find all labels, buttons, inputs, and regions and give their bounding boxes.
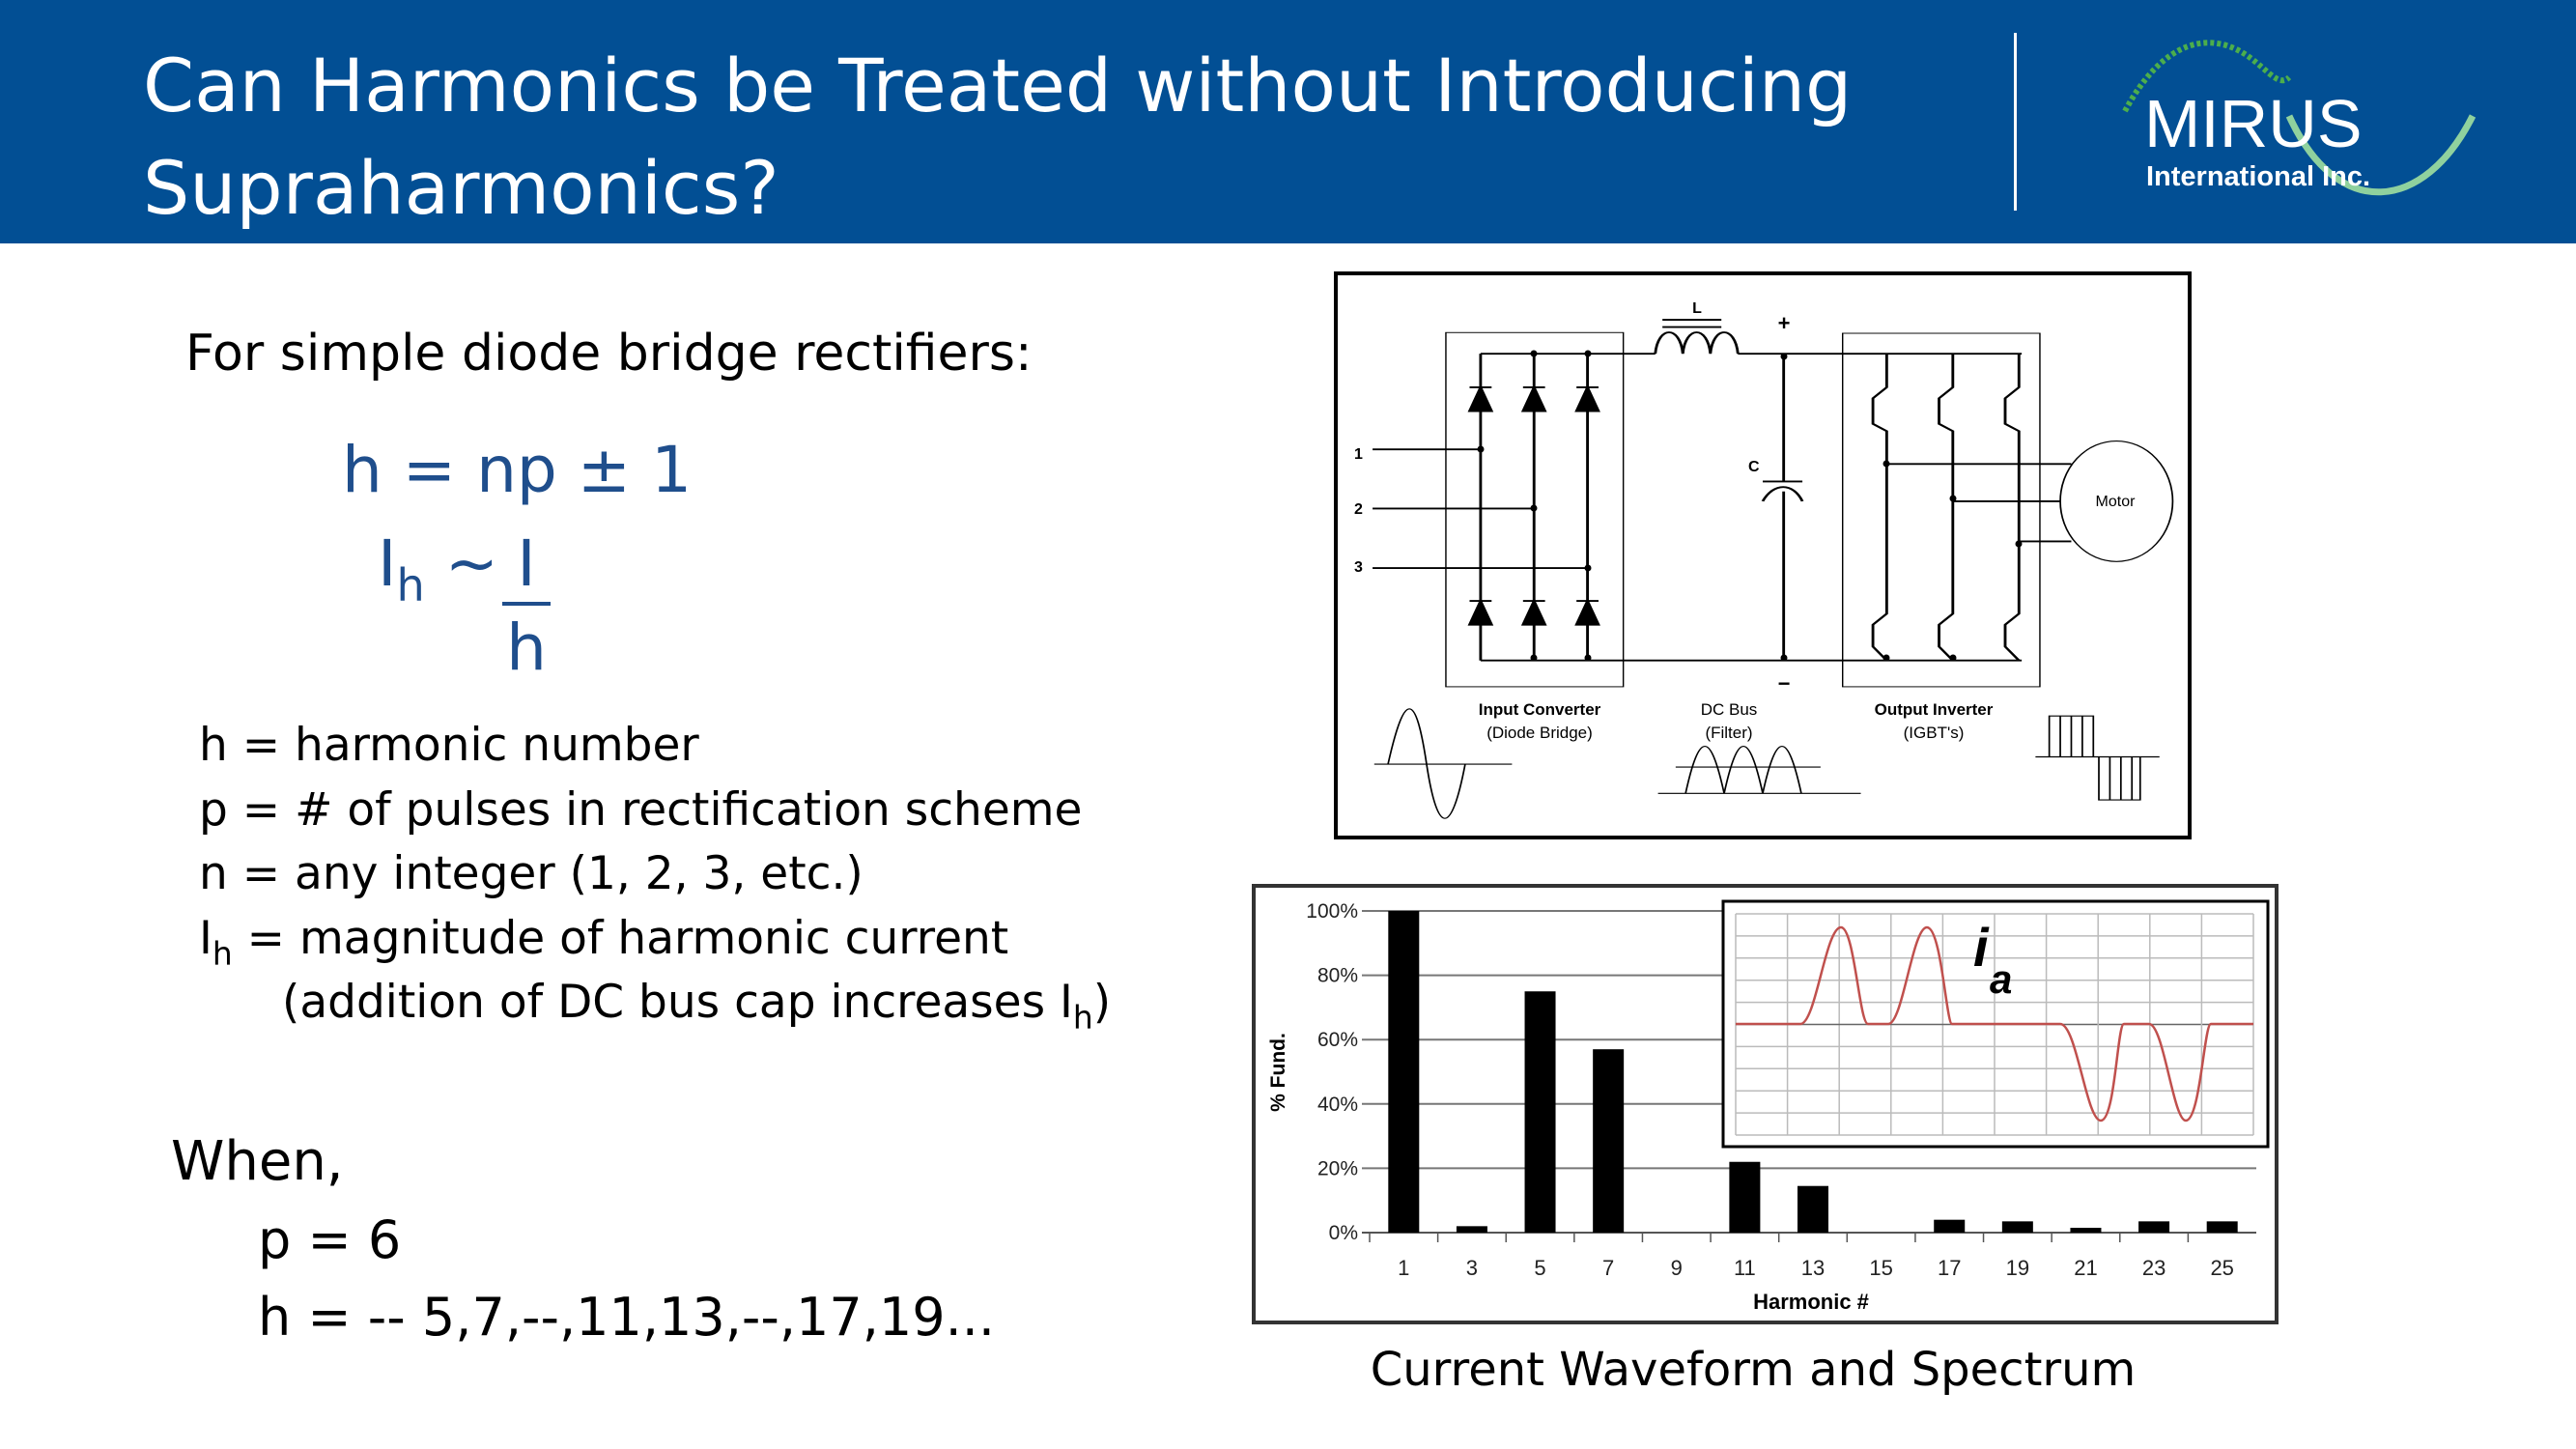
x-axis-label: Harmonic # (1753, 1290, 1869, 1314)
bar-h17 (1934, 1219, 1966, 1233)
input-converter-box (1445, 331, 1625, 688)
inductor-label: L (1692, 300, 1702, 317)
current-formula: Ih ~ (378, 526, 499, 612)
output-inverter-label: Output Inverter (1875, 700, 1994, 719)
p-value: p = 6 (258, 1209, 402, 1270)
dc-minus-label: − (1778, 671, 1791, 696)
dc-cap-note: (addition of DC bus cap increases Ih) (282, 976, 1112, 1037)
bar-h3 (1456, 1226, 1487, 1233)
bar-h7 (1593, 1049, 1625, 1233)
y-tick-label: 80% (1317, 965, 1358, 987)
definition-n: n = any integer (1, 2, 3, etc.) (199, 847, 863, 900)
inset-label-i: i (1973, 917, 1990, 978)
diode-icons (1467, 384, 1600, 626)
bar-h25 (2206, 1221, 2238, 1233)
capacitor-icon (1762, 354, 1803, 661)
ac-sine-wave (1373, 708, 1513, 819)
definition-ih: Ih = magnitude of harmonic current (199, 912, 1009, 973)
logo-subtext: International Inc. (2146, 161, 2370, 192)
filter-label: (Filter) (1705, 724, 1752, 742)
input-converter-label: Input Converter (1479, 700, 1601, 719)
x-tick-label: 15 (1869, 1256, 1892, 1280)
x-tick-label: 19 (2006, 1256, 2029, 1280)
capacitor-plate (1761, 486, 1804, 502)
x-tick-label: 11 (1734, 1256, 1756, 1280)
rectified-wave (1657, 745, 1861, 794)
dc-bus-label: DC Bus (1701, 700, 1758, 719)
x-tick-label: 13 (1801, 1256, 1825, 1280)
y-tick-label: 20% (1317, 1157, 1358, 1179)
x-tick-label: 1 (1398, 1256, 1409, 1280)
bar-h19 (2001, 1221, 2033, 1233)
x-tick-label: 5 (1534, 1256, 1545, 1280)
x-tick-label: 7 (1602, 1256, 1614, 1280)
input-label-3: 3 (1354, 559, 1363, 576)
output-inverter-box (1841, 332, 2041, 688)
h-series: h = -- 5,7,--,11,13,--,17,19... (258, 1287, 996, 1348)
chart-caption: Current Waveform and Spectrum (1370, 1343, 2137, 1397)
fraction-denominator: h (506, 611, 547, 685)
x-tick-label: 9 (1671, 1256, 1683, 1280)
diagram-border (1334, 271, 2192, 839)
y-tick-label: 40% (1317, 1094, 1358, 1116)
y-tick-label: 0% (1329, 1222, 1358, 1244)
pwm-wave (2035, 715, 2160, 801)
motor-label: Motor (2096, 494, 2137, 510)
current-waveform (1736, 925, 2253, 1122)
inductor-core (1662, 319, 1722, 328)
mirus-logo: MIRUS International Inc. (2122, 40, 2477, 196)
fraction-numerator: I (502, 526, 551, 606)
vfd-circuit-diagram: 1 2 3 L C + − Motor Input Converter (Dio… (1334, 271, 2192, 839)
intro-text: For simple diode bridge rectifiers: (185, 325, 1033, 383)
x-tick-label: 23 (2142, 1256, 2166, 1280)
dc-plus-label: + (1778, 311, 1791, 335)
logo-swoosh-top (2122, 40, 2292, 113)
bar-h13 (1798, 1185, 1828, 1233)
diode-bridge-label: (Diode Bridge) (1486, 724, 1593, 742)
header-divider (2014, 33, 2017, 211)
definition-p: p = # of pulses in rectification scheme (199, 783, 1083, 837)
inductor-icon (1654, 331, 1740, 355)
header-bar (0, 0, 2576, 243)
logo-text: MIRUS (2144, 86, 2363, 161)
logo-swoosh-bottom (2285, 114, 2477, 196)
harmonic-formula: h = np ± 1 (342, 433, 693, 507)
bar-h11 (1729, 1161, 1761, 1233)
node-dots (1477, 350, 2023, 662)
bar-h21 (2070, 1228, 2102, 1233)
definition-h: h = harmonic number (199, 719, 699, 772)
y-tick-label: 100% (1306, 900, 1358, 923)
x-tick-label: 25 (2210, 1256, 2233, 1280)
when-label: When, (171, 1130, 344, 1193)
bar-h5 (1524, 991, 1556, 1233)
input-label-2: 2 (1354, 501, 1363, 518)
x-tick-label: 21 (2074, 1256, 2097, 1280)
bar-h1 (1388, 911, 1420, 1233)
x-tick-label: 17 (1938, 1256, 1961, 1280)
bar-h23 (2138, 1221, 2170, 1233)
y-tick-label: 60% (1317, 1029, 1358, 1051)
ac-input-lines (1373, 448, 1588, 570)
x-tick-label: 3 (1466, 1256, 1478, 1280)
y-axis-label: % Fund. (1267, 1033, 1289, 1112)
capacitor-label: C (1748, 459, 1760, 475)
igbt-label: (IGBT's) (1904, 724, 1965, 742)
motor-leads (1886, 463, 2072, 543)
slide-title: Can Harmonics be Treated without Introdu… (143, 43, 1853, 231)
motor-icon (2059, 440, 2174, 562)
input-label-1: 1 (1354, 446, 1363, 463)
inset-label-a: a (1990, 956, 2012, 1002)
igbt-legs (1871, 354, 2021, 662)
